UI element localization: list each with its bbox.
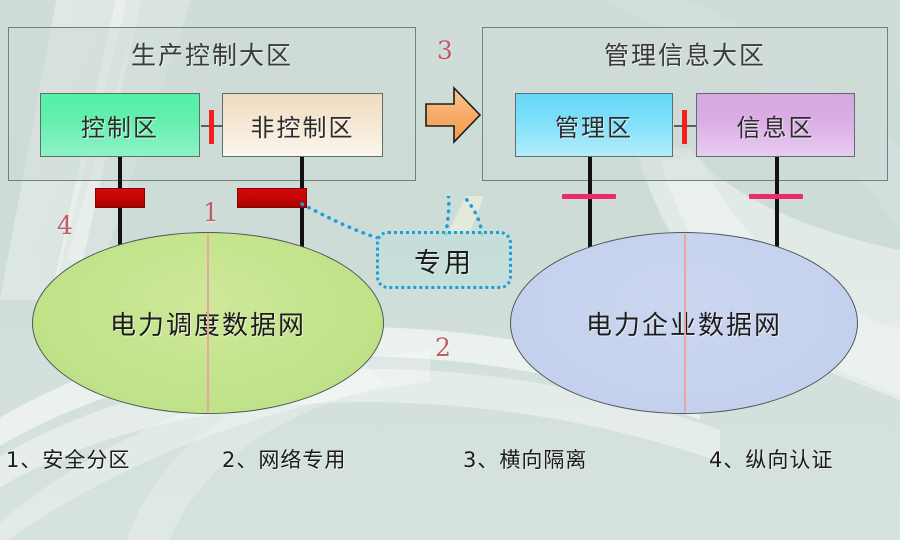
step-number-3: 3 [437,36,453,65]
region-management-area[interactable]: 管理区 [515,93,673,157]
network-dispatch-divider [207,234,209,412]
zone-production-control-title: 生产控制大区 [130,41,293,70]
callout-dedicated-network[interactable]: 专用 [376,231,512,289]
step-number-2: 2 [435,333,451,362]
zone-management-information-title: 管理信息大区 [603,41,766,70]
authentication-device-management [562,194,616,199]
link-information-to-enterprise-network [775,157,779,262]
longitudinal-encryption-device-control [95,188,145,208]
legend: 1、安全分区 2、网络专用 3、横向隔离 4、纵向认证 [0,444,900,488]
legend-item-3: 3、横向隔离 [463,448,588,472]
network-enterprise-data-label: 电力企业数据网 [586,305,782,342]
step-number-1: 1 [203,198,219,227]
region-non-control-area[interactable]: 非控制区 [222,93,383,157]
network-enterprise-divider [684,234,686,412]
legend-item-1: 1、安全分区 [6,448,131,472]
region-information-area[interactable]: 信息区 [696,93,855,157]
horizontal-isolation-device-production [209,110,214,144]
step-number-4: 4 [57,211,73,240]
legend-item-2: 2、网络专用 [222,448,347,472]
callout-dedicated-network-label: 专用 [414,247,474,279]
region-control-area[interactable]: 控制区 [40,93,200,157]
link-control-to-dispatch-network [118,157,122,262]
longitudinal-encryption-device-non-control [237,188,307,208]
horizontal-isolation-device-management [682,110,687,144]
link-non-control-to-dispatch-network [300,157,304,262]
network-dispatch-data-label: 电力调度数据网 [110,305,306,342]
horizontal-isolation-arrow-icon [425,86,482,144]
legend-item-4: 4、纵向认证 [709,448,834,472]
authentication-device-information [749,194,803,199]
link-management-to-enterprise-network [588,157,592,262]
